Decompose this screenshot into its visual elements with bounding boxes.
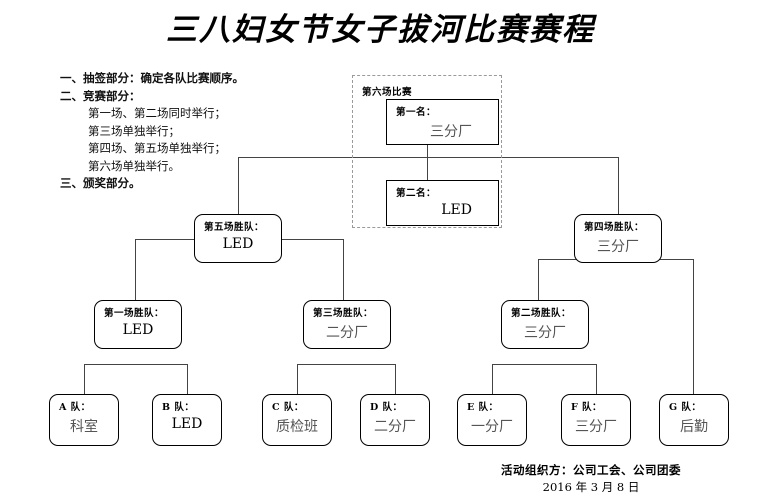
footer-date: 2016 年 3 月 8 日 xyxy=(542,480,640,494)
team-g-value: 后勤 xyxy=(680,419,708,435)
team-a-value: 科室 xyxy=(70,419,98,435)
connector-left-semi-to-qf1 xyxy=(135,239,136,300)
footer-organizer: 活动组织方：公司工会、公司团委 xyxy=(501,463,681,477)
connector-right-semi-to-qf2 xyxy=(538,259,539,300)
quarterfinal-match1-box[interactable]: 第一场胜队： LED xyxy=(94,300,182,349)
connector-right-semi-to-team-g xyxy=(693,259,694,394)
page-title: 三八妇女节女子拔河比赛赛程 xyxy=(166,12,595,48)
team-f-label: F 队： xyxy=(571,402,603,413)
team-box-f[interactable]: F 队： 三分厂 xyxy=(561,394,631,446)
connector-qf2-to-team-e xyxy=(492,364,493,394)
connector-qf1-to-team-a xyxy=(84,364,85,394)
final-match-group xyxy=(352,75,502,228)
quarterfinal-match2-box[interactable]: 第二场胜队： 三分厂 xyxy=(501,300,589,349)
final-second-place-box[interactable]: 第二名： LED xyxy=(386,180,499,226)
team-box-e[interactable]: E 队： 一分厂 xyxy=(457,394,527,446)
note-line-1: 一、抽签部分：确定各队比赛顺序。 xyxy=(60,71,244,85)
semifinal-match4-box[interactable]: 第四场胜队： 三分厂 xyxy=(574,214,662,263)
semifinal-match4-label: 第四场胜队： xyxy=(584,222,645,233)
connector-qf3-to-team-d xyxy=(395,364,396,394)
note-line-4: 第三场单独举行； xyxy=(88,123,180,138)
connector-qf2-to-team-f xyxy=(596,364,597,394)
team-box-d[interactable]: D 队： 二分厂 xyxy=(360,394,430,446)
quarterfinal-match3-value: 二分厂 xyxy=(326,325,368,341)
rules-notes: 一、抽签部分：确定各队比赛顺序。 二、竞赛部分： 第一场、第二场同时举行； 第三… xyxy=(60,70,360,193)
semifinal-match5-value: LED xyxy=(222,236,254,252)
team-c-value: 质检班 xyxy=(276,419,318,435)
quarterfinal-match3-label: 第三场胜队： xyxy=(313,308,374,319)
team-e-value: 一分厂 xyxy=(471,419,513,435)
team-d-label: D 队： xyxy=(370,402,403,413)
connector-qf1-to-team-b xyxy=(187,364,188,394)
team-g-label: G 队： xyxy=(669,402,702,413)
note-line-2: 二、竞赛部分： xyxy=(60,88,141,103)
team-box-a[interactable]: A 队： 科室 xyxy=(49,394,119,446)
note-line-3: 第一场、第二场同时举行； xyxy=(88,106,226,120)
team-box-c[interactable]: C 队： 质检班 xyxy=(262,394,332,446)
note-line-7: 三、颁奖部分。 xyxy=(60,176,141,190)
semifinal-match4-value: 三分厂 xyxy=(597,239,639,255)
team-b-value: LED xyxy=(171,416,203,432)
semifinal-match5-box[interactable]: 第五场胜队： LED xyxy=(194,214,282,263)
connector-semifinal-horizontal xyxy=(238,157,619,158)
quarterfinal-match3-box[interactable]: 第三场胜队： 二分厂 xyxy=(303,300,391,349)
team-c-label: C 队： xyxy=(272,402,304,413)
connector-final-vertical xyxy=(427,144,428,180)
connector-qf2-bracket xyxy=(492,364,596,365)
connector-semifinal-right-drop xyxy=(618,157,619,214)
team-f-value: 三分厂 xyxy=(575,419,617,435)
note-line-5: 第四场、第五场单独举行； xyxy=(88,141,226,155)
team-e-label: E 队： xyxy=(467,402,499,413)
team-d-value: 二分厂 xyxy=(374,419,416,435)
final-second-place-value: LED xyxy=(441,202,472,218)
team-box-b[interactable]: B 队： LED xyxy=(152,394,222,446)
final-match-group-label: 第六场比赛 xyxy=(362,87,413,98)
quarterfinal-match2-label: 第二场胜队： xyxy=(511,308,572,319)
semifinal-match5-label: 第五场胜队： xyxy=(204,222,265,233)
final-second-place-label: 第二名： xyxy=(396,188,437,199)
team-b-label: B 队： xyxy=(162,402,195,413)
note-line-6: 第六场单独举行。 xyxy=(88,158,180,173)
quarterfinal-match2-value: 三分厂 xyxy=(524,325,566,341)
connector-qf3-to-team-c xyxy=(297,364,298,394)
final-first-place-label: 第一名： xyxy=(396,107,437,118)
quarterfinal-match1-label: 第一场胜队： xyxy=(104,308,165,319)
connector-left-semi-to-qf3 xyxy=(343,239,344,300)
connector-qf1-bracket xyxy=(84,364,187,365)
quarterfinal-match1-value: LED xyxy=(122,322,154,338)
final-first-place-value: 三分厂 xyxy=(430,124,472,140)
connector-semifinal-left-drop xyxy=(238,157,239,214)
final-first-place-box[interactable]: 第一名： 三分厂 xyxy=(386,99,499,145)
team-a-label: A 队： xyxy=(59,402,91,413)
connector-qf3-bracket xyxy=(297,364,395,365)
team-box-g[interactable]: G 队： 后勤 xyxy=(659,394,729,446)
